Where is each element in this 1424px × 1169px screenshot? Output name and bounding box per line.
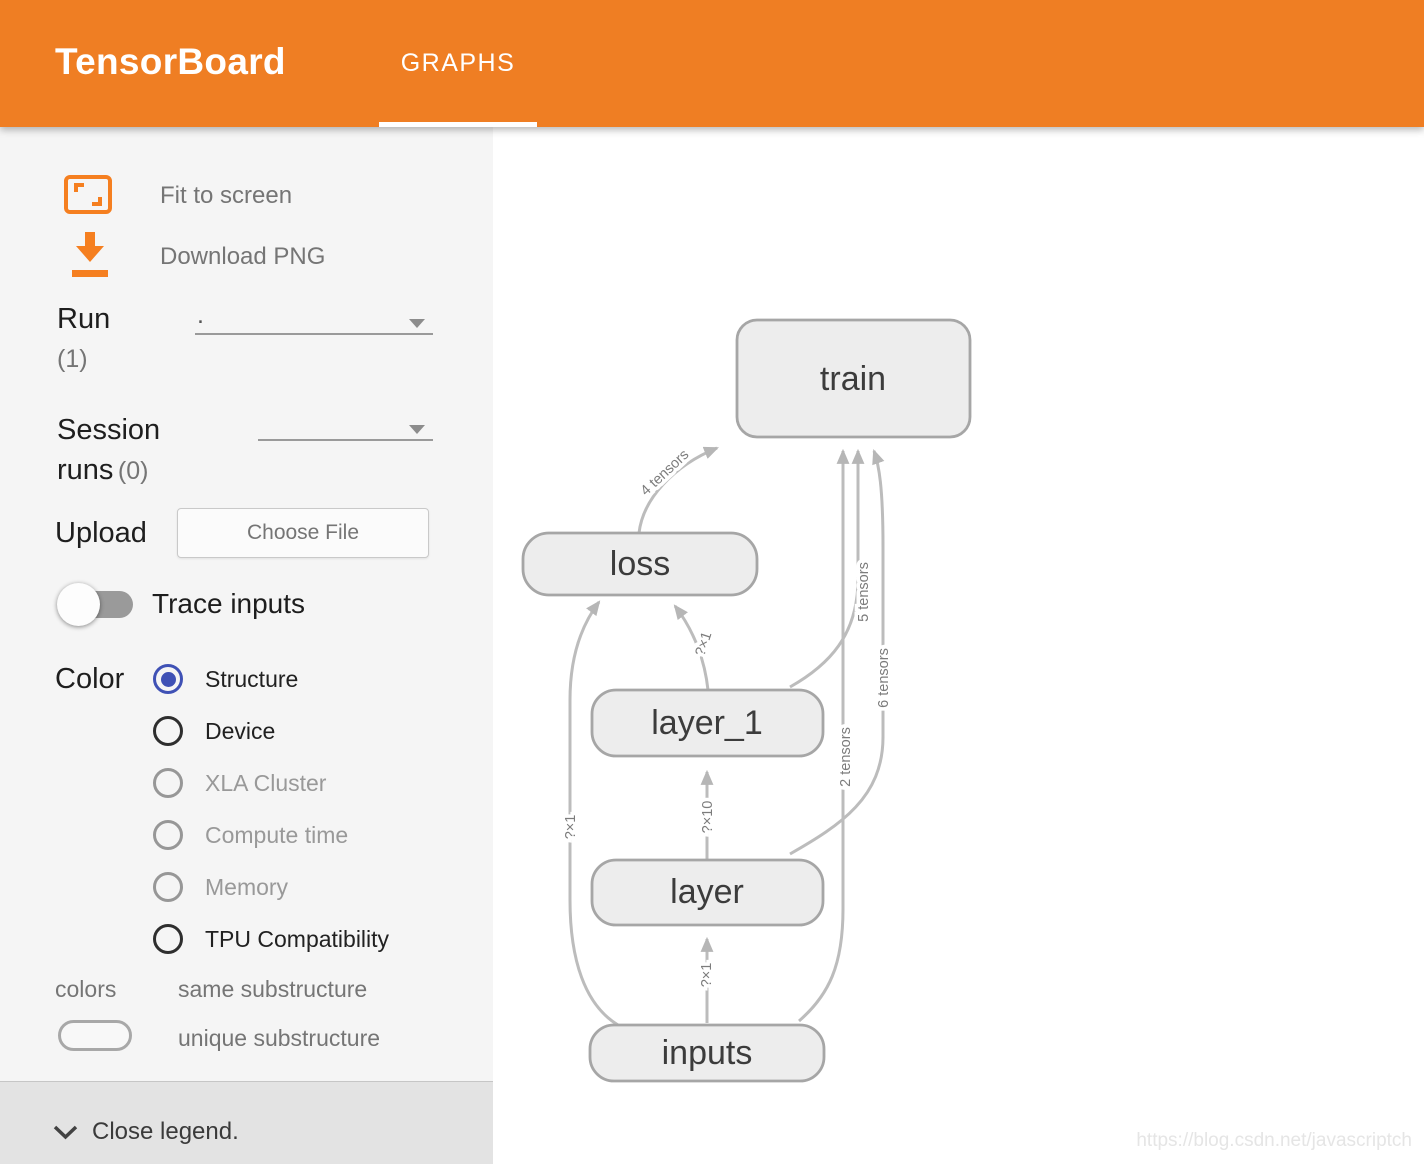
download-png-label: Download PNG — [160, 243, 326, 270]
tab-graphs-label: GRAPHS — [400, 49, 516, 77]
run-select-value: . — [197, 301, 204, 329]
run-select[interactable]: . — [195, 297, 433, 335]
graph-node-layer[interactable]: layer — [590, 858, 825, 927]
color-radio-compute-time[interactable]: Compute time — [153, 819, 348, 851]
edge-inputs-loss — [568, 600, 619, 1027]
session-runs-select[interactable] — [258, 403, 433, 441]
edge-label-inputs-loss: ?×1 — [563, 815, 579, 840]
fit-to-screen-button[interactable]: Fit to screen — [63, 172, 423, 218]
unique-substructure-swatch — [58, 1020, 132, 1051]
radio-icon — [153, 820, 183, 850]
edge-label-layer-layer1: ?×10 — [700, 801, 716, 834]
app-title: TensorBoard — [55, 41, 286, 82]
color-radio-xla-cluster[interactable]: XLA Cluster — [153, 767, 326, 799]
edge-label-loss-train: 4 tensors — [638, 447, 693, 499]
same-substructure-label: same substructure — [178, 976, 368, 1002]
edge-loss-train — [637, 446, 719, 534]
node-label-loss: loss — [610, 545, 670, 583]
fit-to-screen-icon — [64, 175, 112, 214]
run-count: (1) — [57, 345, 88, 373]
edge-layer-train — [789, 448, 885, 856]
upload-label: Upload — [55, 517, 147, 549]
chevron-down-icon — [53, 1125, 78, 1139]
radio-icon — [153, 768, 183, 798]
edge-layer1-train — [789, 448, 865, 689]
node-label-layer-1: layer_1 — [651, 704, 763, 742]
edge-label-inputs-train: 2 tensors — [838, 727, 854, 787]
color-radio-tpu-compatibility[interactable]: TPU Compatibility — [153, 923, 389, 955]
unique-substructure-label: unique substructure — [178, 1025, 381, 1051]
graph-controls-sidebar: Fit to screen Download PNG Run (1) . Ses… — [0, 127, 493, 1164]
color-radio-device[interactable]: Device — [153, 715, 275, 747]
graph-node-layer-1[interactable]: layer_1 — [590, 688, 825, 758]
watermark: https://blog.csdn.net/javascriptch — [1136, 1130, 1412, 1151]
radio-icon — [153, 872, 183, 902]
edge-label-inputs-layer: ?×1 — [699, 963, 715, 988]
radio-icon — [153, 716, 183, 746]
edge-layer1-loss — [673, 604, 710, 691]
color-radio-memory[interactable]: Memory — [153, 871, 288, 903]
app-header: TensorBoard GRAPHS — [0, 0, 1424, 127]
edge-inputs-train — [798, 448, 850, 1023]
trace-inputs-toggle[interactable] — [57, 583, 135, 626]
edge-label-layer1-train: 5 tensors — [856, 562, 872, 622]
radio-icon — [153, 664, 183, 694]
fit-to-screen-label: Fit to screen — [160, 182, 293, 209]
choose-file-button[interactable]: Choose File — [177, 508, 429, 558]
download-png-button[interactable]: Download PNG — [70, 230, 430, 280]
tab-active-underline — [379, 122, 537, 127]
node-label-layer: layer — [670, 873, 744, 911]
edge-label-layer1-loss: ?×1 — [693, 630, 716, 658]
edge-label-layer-train: 6 tensors — [876, 648, 892, 708]
tab-graphs[interactable]: GRAPHS — [379, 0, 537, 127]
color-radio-structure[interactable]: Structure — [153, 663, 298, 695]
session-runs-label: Session runs (0) — [57, 414, 161, 486]
download-icon — [72, 232, 108, 277]
session-runs-select-caret-icon — [409, 425, 425, 434]
close-legend-label: Close legend. — [92, 1118, 239, 1145]
close-legend-bar[interactable]: Close legend. — [0, 1081, 493, 1164]
node-label-train: train — [820, 360, 886, 398]
toggle-thumb — [57, 583, 100, 626]
node-label-inputs: inputs — [662, 1034, 753, 1072]
color-section-label: Color — [55, 663, 125, 695]
tensorflow-graph: ?×1 ?×10 ?×1 ?×1 4 tensors 5 tensors 6 t… — [521, 318, 972, 1083]
run-select-caret-icon — [409, 319, 425, 328]
colors-legend-label: colors — [55, 976, 117, 1002]
graph-node-train[interactable]: train — [735, 318, 972, 439]
run-label: Run — [57, 303, 111, 335]
trace-inputs-label: Trace inputs — [152, 588, 306, 619]
graph-node-loss[interactable]: loss — [521, 531, 759, 597]
graph-node-inputs[interactable]: inputs — [588, 1023, 826, 1083]
graph-canvas[interactable]: ?×1 ?×10 ?×1 ?×1 4 tensors 5 tensors 6 t… — [493, 127, 1424, 1164]
radio-icon — [153, 924, 183, 954]
